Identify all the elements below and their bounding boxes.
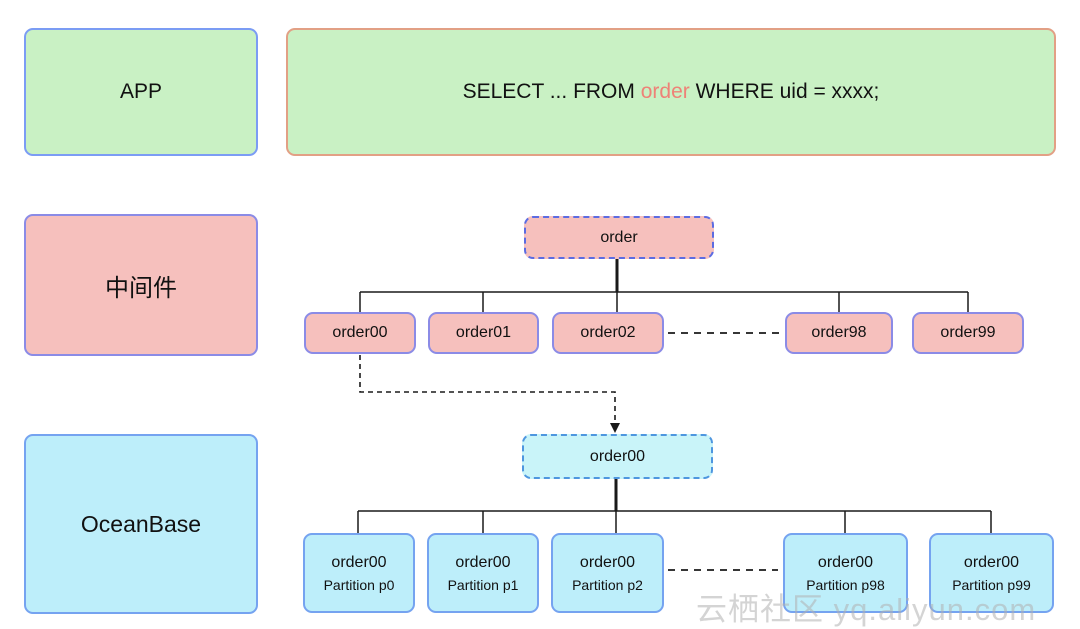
middleware-layer-label: 中间件 — [105, 274, 177, 302]
partition-box-p99: order00 Partition p99 — [929, 533, 1054, 613]
shard-box-order98: order98 — [785, 312, 893, 354]
sql-query-table-highlight: order — [640, 80, 690, 103]
partition-stub-lines — [357, 511, 992, 533]
app-layer-label: APP — [119, 80, 163, 103]
route-dashed-arrow-line — [359, 355, 616, 424]
route-arrowhead — [610, 423, 620, 433]
physical-table-label: order00 — [589, 447, 646, 465]
sql-query-prefix: SELECT ... FROM — [462, 80, 641, 103]
physical-table-box: order00 — [522, 434, 713, 479]
partition-table-name: order00 — [331, 553, 387, 571]
middleware-layer-box: 中间件 — [24, 214, 258, 356]
shard-box-order00: order00 — [304, 312, 416, 354]
shard-box-order99: order99 — [912, 312, 1024, 354]
sql-query-box: SELECT ... FROM order WHERE uid = xxxx; — [286, 28, 1056, 156]
shard-box-order02: order02 — [552, 312, 664, 354]
partition-name: Partition p98 — [806, 576, 885, 593]
partition-table-name: order00 — [579, 553, 636, 571]
shard-stub-lines — [359, 292, 969, 312]
partition-name: Partition p2 — [572, 576, 643, 593]
partition-name: Partition p1 — [447, 576, 519, 593]
partition-box-p1: order00 Partition p1 — [427, 533, 539, 613]
logical-table-label: order — [600, 228, 638, 246]
oceanbase-layer-label: OceanBase — [80, 510, 202, 537]
partition-name: Partition p99 — [952, 576, 1031, 593]
app-layer-box: APP — [24, 28, 258, 156]
shard-label: order00 — [332, 324, 388, 341]
sql-query-text: SELECT ... FROM order WHERE uid = xxxx; — [463, 80, 880, 104]
partition-box-p2: order00 Partition p2 — [551, 533, 664, 613]
oceanbase-layer-box: OceanBase — [24, 434, 258, 614]
partition-table-name: order00 — [455, 553, 511, 571]
shard-label: order01 — [455, 324, 512, 341]
shard-box-order01: order01 — [428, 312, 539, 354]
partition-table-name: order00 — [817, 553, 874, 571]
watermark-text: 云栖社区 yq.aliyun.com — [696, 592, 1037, 627]
shard-label: order02 — [580, 324, 636, 341]
shard-label: order99 — [940, 324, 996, 341]
partition-box-p0: order00 Partition p0 — [303, 533, 415, 613]
shard-label: order98 — [811, 324, 867, 341]
sql-query-suffix: WHERE uid = xxxx; — [689, 80, 880, 103]
logical-table-box: order — [524, 216, 714, 259]
partition-box-p98: order00 Partition p98 — [783, 533, 908, 613]
partition-table-name: order00 — [963, 553, 1020, 571]
partition-name: Partition p0 — [323, 576, 395, 593]
